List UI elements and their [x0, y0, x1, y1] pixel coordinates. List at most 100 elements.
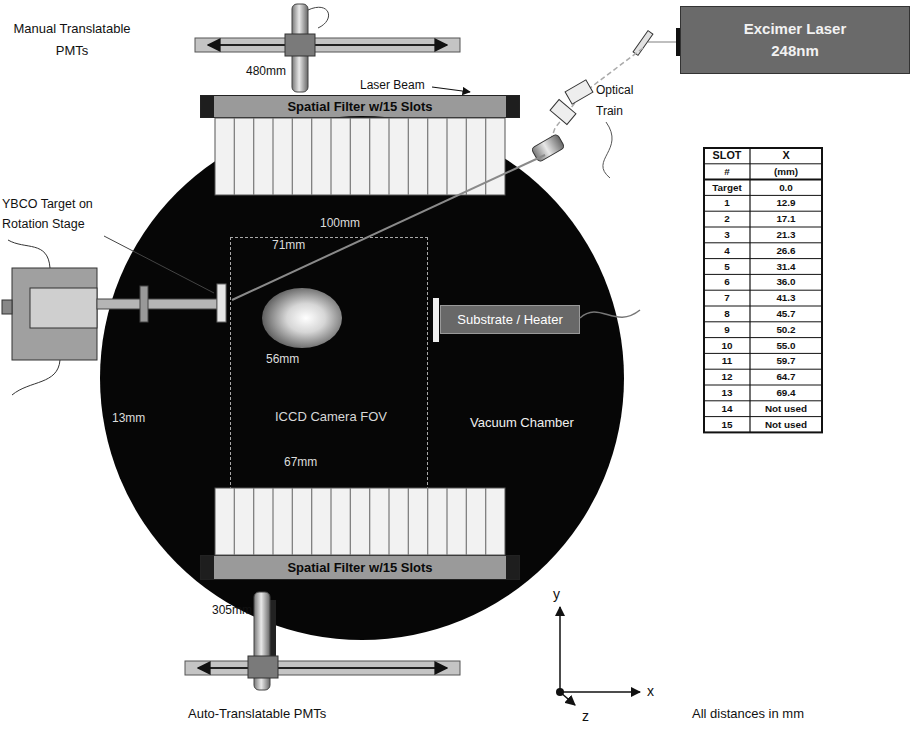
axis-label: y [553, 586, 560, 602]
table-cell: Not used [750, 401, 822, 417]
leader-arrow [432, 87, 470, 92]
label-anchor: Not used [750, 417, 822, 433]
label-anchor: YBCO Target on Rotation Stage [2, 194, 117, 234]
node-text: ICCD Camera FOV [275, 409, 387, 424]
table-cell: 6 [704, 274, 750, 290]
rotation-stage [12, 268, 97, 360]
label-anchor: 45.7 [750, 306, 822, 322]
ybco-target [217, 284, 226, 322]
optic-element [565, 80, 593, 104]
annotation-label: YBCO Target on Rotation Stage [2, 194, 117, 234]
label-anchor: 7 [704, 290, 750, 306]
label-anchor: z [582, 708, 589, 724]
chamber-wall [100, 116, 624, 640]
slot-dividers [234, 118, 485, 195]
camera-fov: ICCD Camera FOV [230, 237, 428, 545]
table-cell: SLOT [704, 148, 750, 164]
leader-line [104, 236, 214, 293]
table-cell: 7 [704, 290, 750, 306]
label-anchor: Auto-Translatable PMTs [188, 706, 326, 721]
stage-cable [8, 240, 50, 268]
table-rules [704, 164, 822, 417]
label-anchor: (mm) [750, 164, 822, 180]
pmt-tube [254, 592, 270, 690]
table-cell: 59.7 [750, 353, 822, 369]
label-anchor: SLOT [704, 148, 750, 164]
table-cell: 41.3 [750, 290, 822, 306]
table-cell: 26.6 [750, 243, 822, 259]
label-anchor: 17.1 [750, 211, 822, 227]
label-anchor: 6 [704, 274, 750, 290]
table-cell: 3 [704, 227, 750, 243]
label-anchor: 64.7 [750, 369, 822, 385]
label-anchor: All distances in mm [692, 706, 804, 721]
substrate-plate [433, 298, 439, 342]
label-anchor: # [704, 164, 750, 180]
axis-origin [556, 688, 564, 696]
table-cell: (mm) [750, 164, 822, 180]
label-anchor: 50.2 [750, 322, 822, 338]
label-anchor: 59.7 [750, 353, 822, 369]
dimension-label: 305mm [212, 603, 252, 617]
label-anchor: 11 [704, 353, 750, 369]
table-cell: 36.0 [750, 274, 822, 290]
label-anchor: 31.4 [750, 259, 822, 275]
axis-arrow [560, 691, 640, 693]
label-anchor: x [647, 683, 654, 699]
label-anchor: 69.4 [750, 385, 822, 401]
table-header-rule [704, 179, 822, 181]
table-cell: 15 [704, 417, 750, 433]
node-text: Spatial Filter w/15 Slots [287, 99, 432, 114]
dimension-label: 13mm [112, 411, 145, 425]
pmt-cable [308, 7, 329, 28]
label-anchor: Target [704, 180, 750, 196]
table-cell: 64.7 [750, 369, 822, 385]
label-anchor: 305mm [212, 603, 252, 617]
label-anchor: 71mm [272, 238, 305, 252]
table-cell: X [750, 148, 822, 164]
table-cell: 69.4 [750, 385, 822, 401]
pmt-housing [266, 600, 276, 662]
node-text: Substrate / Heater [457, 312, 563, 327]
label-anchor: 4 [704, 243, 750, 259]
pmt-carriage [248, 656, 278, 678]
stage-motor [30, 288, 97, 328]
label-anchor: 100mm [320, 216, 360, 230]
label-anchor: 26.6 [750, 243, 822, 259]
label-anchor: 0.0 [750, 180, 822, 196]
label-anchor: 14 [704, 401, 750, 417]
axis-arrow [560, 692, 575, 705]
slot-dividers [234, 488, 485, 555]
table-rule [749, 148, 750, 432]
filter-bar: Spatial Filter w/15 Slots [200, 95, 520, 118]
table-cell: # [704, 164, 750, 180]
dimension-label: 67mm [284, 455, 317, 469]
table-cell: 0.0 [750, 180, 822, 196]
label-anchor: 1 [704, 195, 750, 211]
label-anchor: 41.3 [750, 290, 822, 306]
mirror [633, 31, 653, 56]
table-cell: 5 [704, 259, 750, 275]
laser-beam [648, 41, 676, 43]
table-cell: 10 [704, 338, 750, 354]
table-cell: 13 [704, 385, 750, 401]
ablation-plume [262, 288, 342, 348]
label-anchor: 13 [704, 385, 750, 401]
table-cell: Not used [750, 417, 822, 433]
label-anchor: 5 [704, 259, 750, 275]
label-anchor: 13mm [112, 411, 145, 425]
label-anchor: 12.9 [750, 195, 822, 211]
table-cell: Target [704, 180, 750, 196]
annotation-label: All distances in mm [692, 706, 804, 721]
stage-cable [12, 360, 60, 395]
filter-bar: Spatial Filter w/15 Slots [200, 555, 520, 580]
annotation-label: Laser Beam [360, 78, 425, 92]
table-cell: 9 [704, 322, 750, 338]
annotation-label: Auto-Translatable PMTs [188, 706, 326, 721]
laser-beam [232, 155, 545, 300]
table-cell: 31.4 [750, 259, 822, 275]
table-cell: 14 [704, 401, 750, 417]
table-frame [704, 148, 822, 432]
